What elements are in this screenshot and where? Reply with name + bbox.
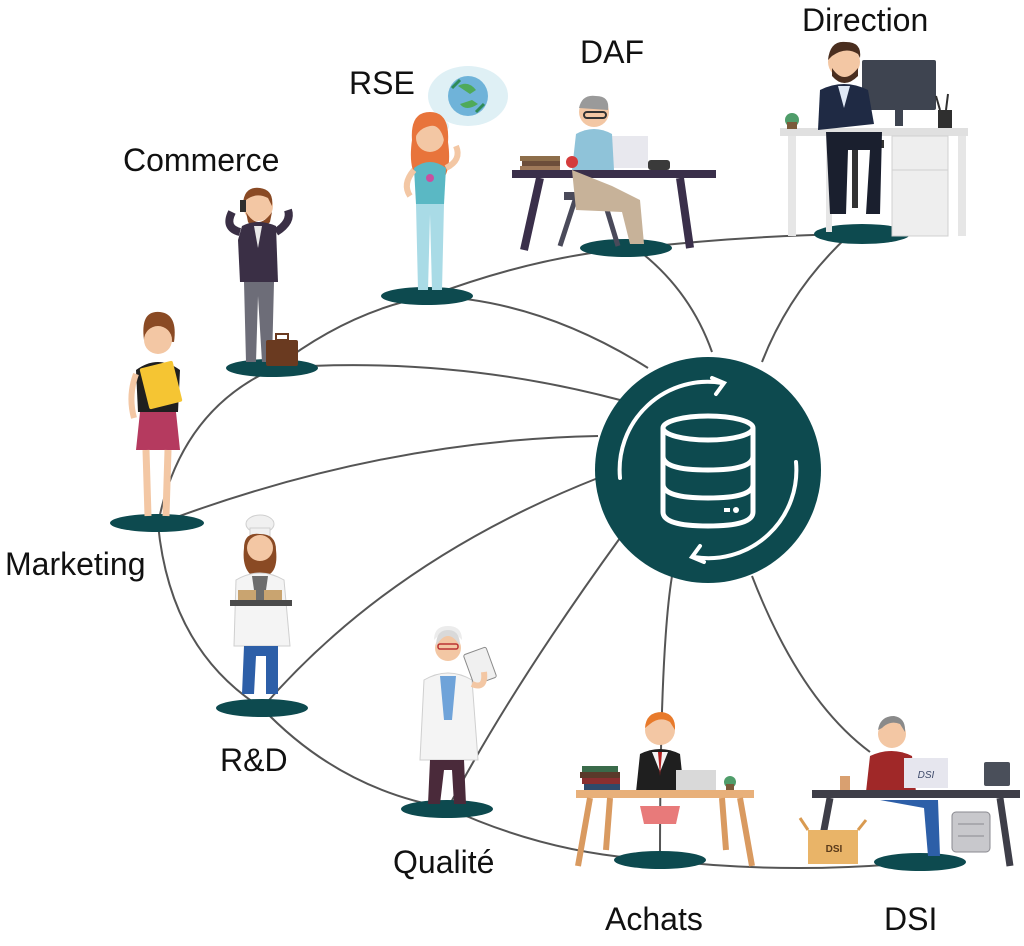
link-hub-rd: [261, 477, 599, 709]
link-marketing-rd: [157, 523, 263, 709]
link-hub-marketing: [157, 435, 599, 525]
database-sync-icon: [595, 357, 821, 583]
label-marketing: Marketing: [5, 546, 146, 582]
label-direction: Direction: [802, 2, 929, 38]
label-dsi: DSI: [884, 901, 938, 937]
link-hub-direction: [761, 235, 849, 363]
person-desk-books-icon: [575, 712, 755, 867]
label-commerce: Commerce: [123, 142, 280, 178]
link-commerce-rse: [274, 295, 431, 369]
person-recycling-bubble-icon: [403, 66, 508, 290]
person-clipboard-icon: [419, 626, 497, 804]
label-rd: R&D: [220, 742, 288, 778]
person-chef-tray-icon: [230, 514, 292, 694]
recycling-earth-icon: [428, 66, 508, 139]
person-desk-laptop-icon: [512, 95, 716, 251]
floor-shadows: [110, 224, 966, 871]
person-desk-server-icon: DSI DSI: [798, 716, 1020, 867]
label-rse: RSE: [349, 65, 415, 101]
label-daf: DAF: [580, 34, 644, 70]
link-hub-dsi: [751, 575, 871, 753]
dsi-box-badge: DSI: [826, 844, 843, 855]
person-desk-computer-icon: [780, 41, 968, 237]
link-hub-daf: [637, 249, 713, 353]
person-folder-icon: [128, 311, 183, 517]
dsi-laptop-badge: DSI: [918, 770, 935, 781]
link-hub-qualite: [447, 537, 621, 809]
link-hub-rse: [429, 295, 649, 369]
label-achats: Achats: [605, 901, 703, 937]
label-qualite: Qualité: [393, 844, 495, 880]
person-phone-briefcase-icon: [225, 187, 298, 366]
link-hub-commerce: [274, 364, 621, 401]
